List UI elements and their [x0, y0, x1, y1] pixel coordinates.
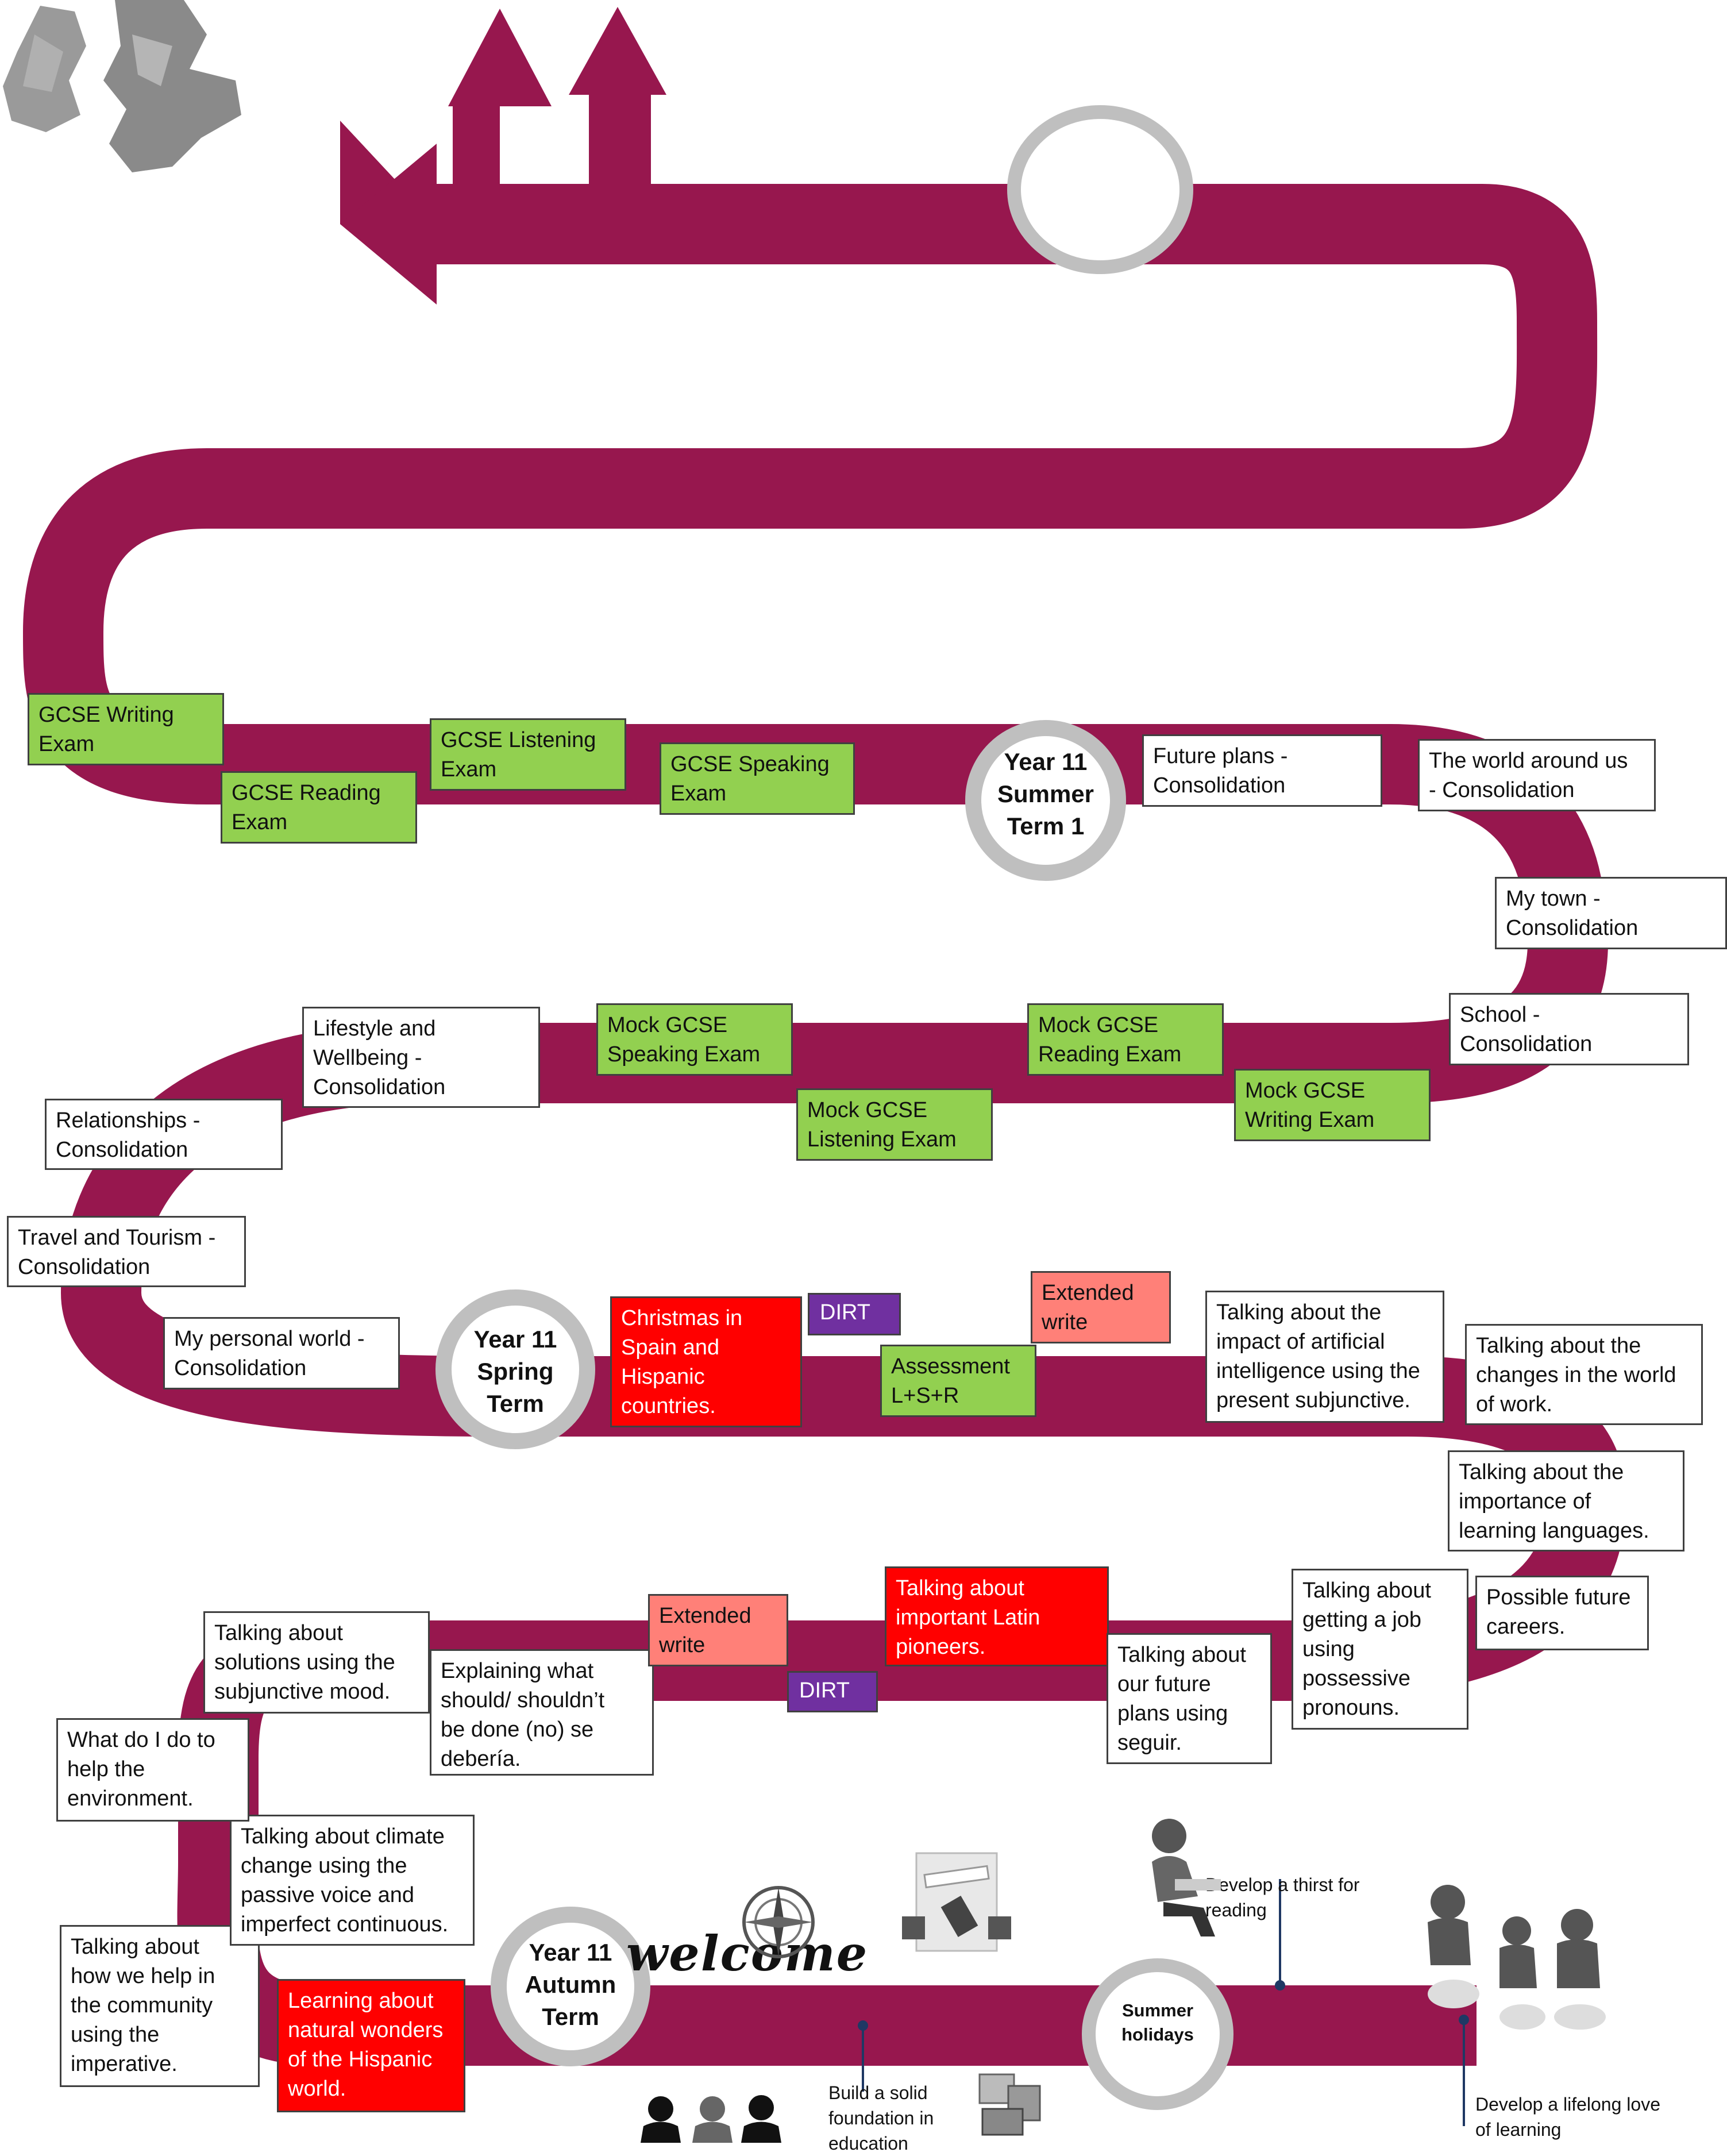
year11-spring-label: Year 11 Spring Term: [473, 1326, 557, 1417]
box-relationships: Relationships - Consolidation: [45, 1099, 283, 1170]
box-gcse-speaking: GCSE Speaking Exam: [660, 742, 855, 815]
box-help-environment: What do I do to help the environment.: [56, 1718, 249, 1822]
people-walking-icon: [1428, 1885, 1606, 2030]
note-solid-foundation: Build a solid foundation in education: [828, 2082, 934, 2154]
box-artificial-intelligence: Talking about the impact of artificial i…: [1205, 1291, 1444, 1423]
compass-icon: [742, 1886, 815, 1958]
books-icon: [978, 2073, 1041, 2136]
box-travel-tourism: Travel and Tourism - Consolidation: [7, 1216, 246, 1287]
box-gcse-writing: GCSE Writing Exam: [28, 693, 224, 765]
box-my-town: My town - Consolidation: [1495, 877, 1727, 949]
box-dirt-spring: DIRT: [808, 1293, 901, 1335]
box-latin-pioneers: Talking about important Latin pioneers.: [885, 1566, 1109, 1666]
person-reading-icon: [1152, 1819, 1221, 1936]
box-natural-wonders: Learning about natural wonders of the Hi…: [277, 1979, 465, 2112]
box-future-careers: Possible future careers.: [1475, 1576, 1649, 1650]
box-learning-languages: Talking about the importance of learning…: [1448, 1450, 1684, 1551]
box-climate-change: Talking about climate change using the p…: [230, 1815, 475, 1946]
summer-holidays-label: Summer holidays: [1121, 2000, 1194, 2045]
box-world-around-us: The world around us - Consolidation: [1418, 739, 1656, 811]
box-world-of-work: Talking about the changes in the world o…: [1465, 1324, 1703, 1425]
box-assessment-lsr: Assessment L+S+R: [880, 1345, 1036, 1417]
box-future-plans: Future plans - Consolidation: [1142, 734, 1382, 807]
box-mock-speaking: Mock GCSE Speaking Exam: [596, 1003, 793, 1076]
box-mock-listening: Mock GCSE Listening Exam: [796, 1088, 993, 1161]
british-isles-map-icon: [3, 0, 241, 172]
box-christmas-spain: Christmas in Spain and Hispanic countrie…: [610, 1296, 802, 1427]
box-gcse-listening: GCSE Listening Exam: [430, 718, 626, 791]
box-dirt-autumn: DIRT: [787, 1671, 878, 1712]
box-getting-job: Talking about getting a job using posses…: [1292, 1569, 1468, 1730]
note-lifelong-love: Develop a lifelong love of learning: [1475, 2094, 1660, 2140]
box-extended-write-autumn: Extended write: [648, 1594, 788, 1666]
box-mock-writing: Mock GCSE Writing Exam: [1234, 1069, 1431, 1141]
approved-stamp-icon: [902, 1852, 1011, 1952]
box-subjunctive-solutions: Talking about solutions using the subjun…: [203, 1611, 430, 1714]
box-gcse-reading: GCSE Reading Exam: [221, 771, 417, 844]
year11-summer1-label: Year 11 Summer Term 1: [997, 748, 1094, 840]
box-personal-world: My personal world - Consolidation: [163, 1317, 400, 1389]
box-extended-write-spring: Extended write: [1031, 1271, 1171, 1343]
box-help-community: Talking about how we help in the communi…: [60, 1925, 260, 2087]
box-mock-reading: Mock GCSE Reading Exam: [1027, 1003, 1224, 1076]
box-lifestyle-wellbeing: Lifestyle and Wellbeing - Consolidation: [302, 1007, 540, 1108]
box-school-consolidation: School - Consolidation: [1449, 993, 1689, 1065]
box-should-shouldnt: Explaining what should/ shouldn’t be don…: [430, 1649, 654, 1776]
box-future-plans-seguir: Talking about our future plans using seg…: [1107, 1633, 1272, 1764]
students-reading-icon: [641, 2095, 781, 2143]
year11-autumn-label: Year 11 Autumn Term: [525, 1939, 616, 2030]
